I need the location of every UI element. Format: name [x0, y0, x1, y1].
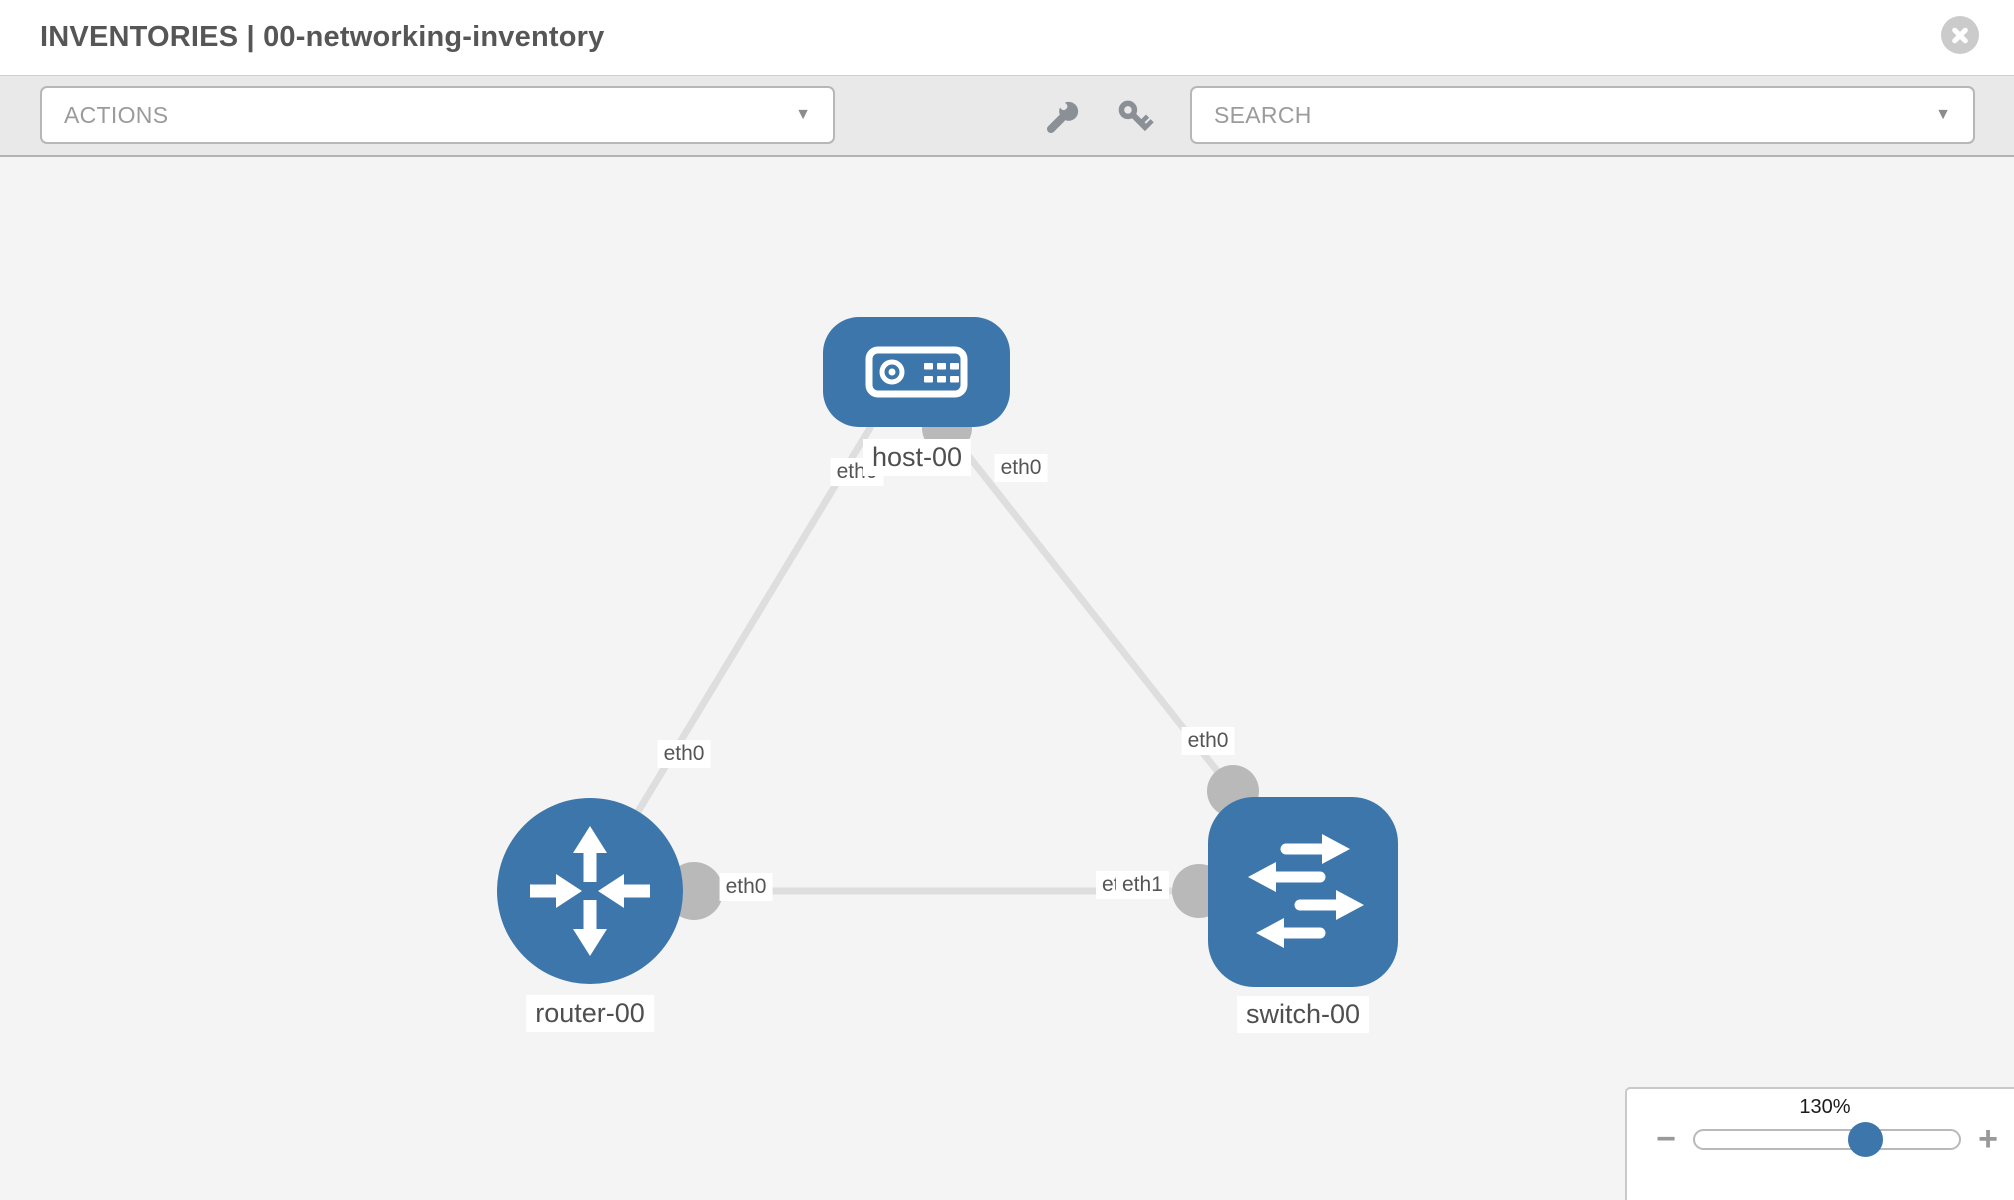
search-dropdown-label: SEARCH [1214, 101, 1312, 128]
router-node[interactable] [497, 798, 683, 984]
zoom-slider[interactable] [1693, 1121, 1961, 1157]
close-button[interactable] [1941, 16, 1979, 54]
switch-node-label: switch-00 [1236, 996, 1370, 1033]
interface-label: eth0 [994, 454, 1048, 482]
zoom-panel: 130% − + [1625, 1087, 2014, 1200]
wrench-toggle-button[interactable] [1040, 94, 1086, 140]
zoom-value: 130% [1799, 1096, 1851, 1118]
toolbar: ACTIONS ▼ SEARCH ▼ [0, 75, 2014, 157]
chevron-down-icon: ▼ [1935, 106, 1951, 123]
host-node-label: host-00 [862, 439, 972, 476]
router-node-label: router-00 [526, 995, 654, 1032]
page-title: INVENTORIES | 00-networking-inventory [40, 21, 605, 53]
wrench-icon [1046, 99, 1079, 134]
switch-node[interactable] [1208, 797, 1398, 987]
interface-label: eth0 [719, 873, 773, 901]
interface-label: eth0 [1181, 727, 1235, 755]
interface-label: eth1 [1116, 871, 1169, 899]
links-layer [586, 403, 1259, 920]
switch-icon [1248, 834, 1364, 948]
search-dropdown[interactable]: SEARCH ▼ [1190, 86, 1975, 144]
header: INVENTORIES | 00-networking-inventory [0, 0, 2014, 75]
interface-label: eth0 [657, 740, 711, 768]
actions-dropdown[interactable]: ACTIONS ▼ [40, 86, 835, 144]
topology-canvas[interactable]: eth0 eth0 eth0 eth0 eth0 eth1 eth1 host-… [0, 157, 2014, 1200]
key-toggle-button[interactable] [1112, 94, 1158, 140]
key-icon [1118, 100, 1154, 132]
zoom-out-button[interactable]: − [1656, 1120, 1676, 1158]
zoom-slider-handle[interactable] [1848, 1121, 1883, 1157]
zoom-in-button[interactable]: + [1978, 1120, 1998, 1158]
actions-dropdown-label: ACTIONS [64, 101, 169, 128]
host-node[interactable] [823, 317, 1010, 427]
chevron-down-icon: ▼ [795, 106, 811, 123]
host-icon [865, 346, 968, 398]
router-icon [530, 826, 650, 956]
